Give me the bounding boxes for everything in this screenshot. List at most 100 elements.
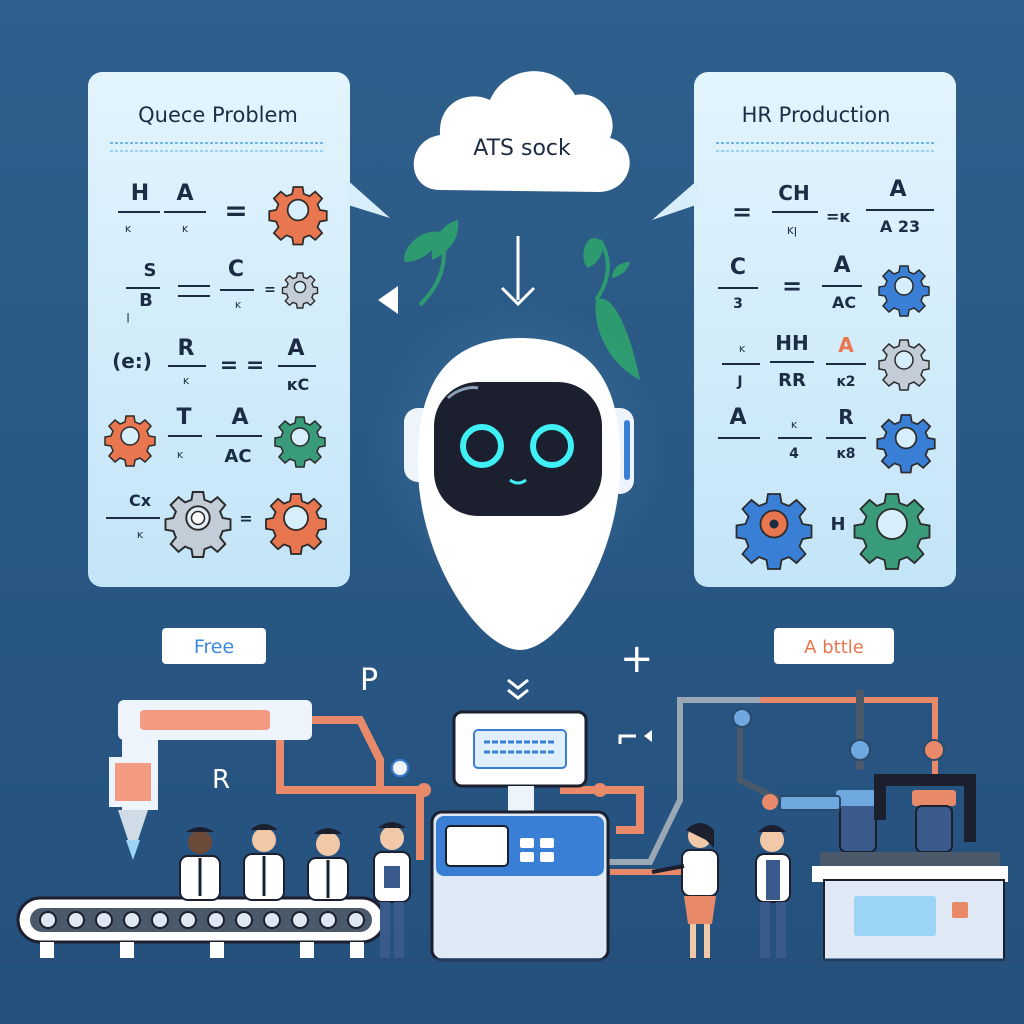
left-equation-5: Cx ĸ =: [106, 491, 327, 558]
person-icon: [243, 824, 285, 901]
svg-text:A 23: A 23: [880, 217, 920, 236]
robot-mouth: [509, 478, 527, 485]
right-panel-pointer: [652, 178, 700, 220]
double-chevron-icon: [507, 678, 529, 700]
cloud: ATS sock: [413, 71, 630, 192]
right-badge: [774, 628, 894, 664]
leaf-icon: [404, 220, 459, 307]
right-equation-4: A ĸ 4 R ĸ8: [718, 405, 936, 474]
factory: [16, 690, 1008, 962]
svg-text:3: 3: [733, 296, 743, 312]
gear-icon: [274, 416, 326, 468]
svg-text:S: S: [144, 260, 157, 281]
svg-text:ĸ2: ĸ2: [836, 374, 855, 390]
gear-icon: [735, 493, 813, 570]
svg-text:A: A: [889, 177, 906, 202]
svg-text:ĸꞁ: ĸꞁ: [787, 223, 797, 237]
gear-icon: [878, 339, 930, 391]
robot-eye-left: [460, 424, 504, 468]
gear-icon: [268, 186, 328, 246]
gear-icon: [853, 493, 931, 570]
svg-text:ĸ: ĸ: [739, 342, 746, 355]
floating-plus: +: [620, 636, 654, 682]
person-icon: [755, 825, 791, 958]
pipe: [600, 697, 760, 865]
machine-icon: [430, 710, 610, 962]
svg-text:AC: AC: [224, 446, 251, 467]
left-equation-4: T ĸ A AC: [104, 405, 326, 468]
svg-text:CH: CH: [778, 181, 809, 205]
svg-text:A: A: [838, 333, 854, 357]
right-equation-3: ĸ J HH RR A ĸ2: [722, 331, 930, 391]
svg-text:R: R: [838, 405, 853, 429]
svg-text:A: A: [833, 253, 850, 278]
left-equation-1: H ĸ A ĸ =: [118, 181, 328, 246]
robot-visor-shine: [446, 386, 479, 400]
gear-icon: [104, 415, 156, 467]
cloud-shape: [413, 71, 630, 192]
person-icon: [179, 827, 221, 901]
robotic-arm-beam-accent: [140, 710, 270, 730]
robotic-arm-tip: [126, 840, 140, 860]
svg-text:B: B: [139, 290, 153, 311]
person-icon: [651, 823, 719, 958]
svg-text:=: =: [782, 272, 802, 300]
left-arrow-icon: [378, 286, 398, 314]
free-badge-label: Free: [194, 636, 234, 658]
robot-icon: [368, 300, 668, 650]
svg-text:ĸ: ĸ: [182, 222, 189, 235]
machine-icon: [812, 774, 1008, 961]
free-badge: [162, 628, 266, 664]
right-badge-label: A bttle: [804, 637, 864, 658]
left-panel-pointer: [345, 178, 390, 218]
right-equation-2: C 3 = A AC: [718, 253, 930, 317]
svg-text:ĸ: ĸ: [137, 528, 144, 541]
svg-text:H: H: [830, 514, 845, 535]
svg-text:=: =: [732, 198, 752, 226]
corner-arrow-icon: [618, 730, 652, 744]
svg-text:ĸ: ĸ: [177, 448, 184, 461]
svg-text:HH: HH: [775, 331, 808, 355]
svg-text:ĸC: ĸC: [287, 375, 309, 394]
floor: [0, 958, 1024, 964]
cloud-label: ATS sock: [473, 136, 571, 161]
pipe: [737, 715, 782, 803]
svg-text:RR: RR: [778, 370, 806, 391]
svg-text:=: =: [264, 282, 276, 298]
svg-text:(e:): (e:): [112, 349, 152, 373]
person-icon: [307, 828, 349, 901]
floating-letter-r: R: [212, 765, 230, 795]
gear-icon: [164, 491, 232, 558]
robot-face: [434, 382, 602, 516]
svg-text:ĸ: ĸ: [235, 298, 242, 311]
svg-text:A: A: [231, 405, 248, 430]
left-equation-3: (e:) R ĸ = = A ĸC: [112, 336, 316, 394]
svg-text:=: =: [224, 194, 247, 227]
pipe: [276, 720, 400, 794]
right-equation-5: H: [735, 493, 931, 570]
svg-text:A: A: [176, 181, 193, 206]
svg-text:A: A: [287, 336, 304, 361]
svg-text:J: J: [736, 374, 742, 390]
svg-text:=ĸ: =ĸ: [826, 207, 850, 226]
svg-text:ĸ8: ĸ8: [836, 446, 855, 462]
left-panel-title: Quece Problem: [138, 103, 298, 127]
svg-text:C: C: [730, 255, 746, 280]
svg-text:A: A: [729, 405, 746, 430]
svg-text:C: C: [228, 257, 244, 282]
svg-text:ĸ: ĸ: [183, 374, 190, 387]
svg-text:ĸ: ĸ: [125, 222, 132, 235]
svg-text:AC: AC: [832, 293, 856, 312]
right-panel-title: HR Production: [742, 103, 891, 127]
svg-text:ĸ: ĸ: [791, 418, 798, 431]
svg-text:ꞁ: ꞁ: [126, 309, 129, 323]
svg-text:Cx: Cx: [129, 491, 152, 510]
svg-text:T: T: [176, 405, 191, 430]
gear-icon: [265, 493, 327, 555]
right-panel: HR Production = CH ĸꞁ =ĸ A A 23 C 3 = A …: [652, 72, 956, 664]
right-equation-1: = CH ĸꞁ =ĸ A A 23: [732, 177, 934, 237]
robotic-arm-tool: [118, 810, 148, 840]
conveyor-icon: [16, 896, 386, 958]
floating-letter-p: P: [360, 663, 378, 698]
gear-icon: [876, 414, 936, 474]
